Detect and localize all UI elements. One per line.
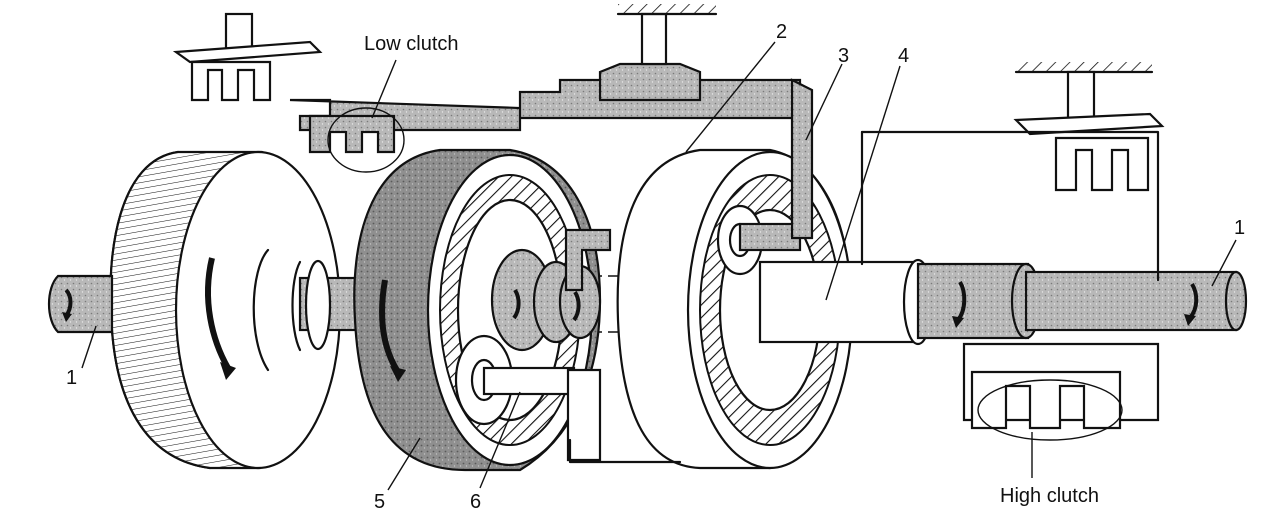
planet-pinion-6 xyxy=(454,334,602,462)
carrier-bracket xyxy=(564,228,682,464)
high-clutch-assembly xyxy=(860,62,1165,441)
low-clutch-label: Low clutch xyxy=(364,33,459,55)
callout-1-left: 1 xyxy=(66,367,77,389)
input-shaft-left xyxy=(48,274,114,334)
callout-5: 5 xyxy=(374,491,385,513)
callout-2: 2 xyxy=(776,21,787,43)
low-clutch-assembly xyxy=(172,4,814,240)
callout-3: 3 xyxy=(838,45,849,67)
callout-6: 6 xyxy=(470,491,481,513)
input-drum-left xyxy=(109,150,342,470)
callout-1-right: 1 xyxy=(1234,217,1245,239)
output-shaft xyxy=(758,258,1248,346)
callout-4: 4 xyxy=(898,45,909,67)
high-clutch-label: High clutch xyxy=(1000,485,1099,507)
leader-lines xyxy=(81,41,1237,491)
